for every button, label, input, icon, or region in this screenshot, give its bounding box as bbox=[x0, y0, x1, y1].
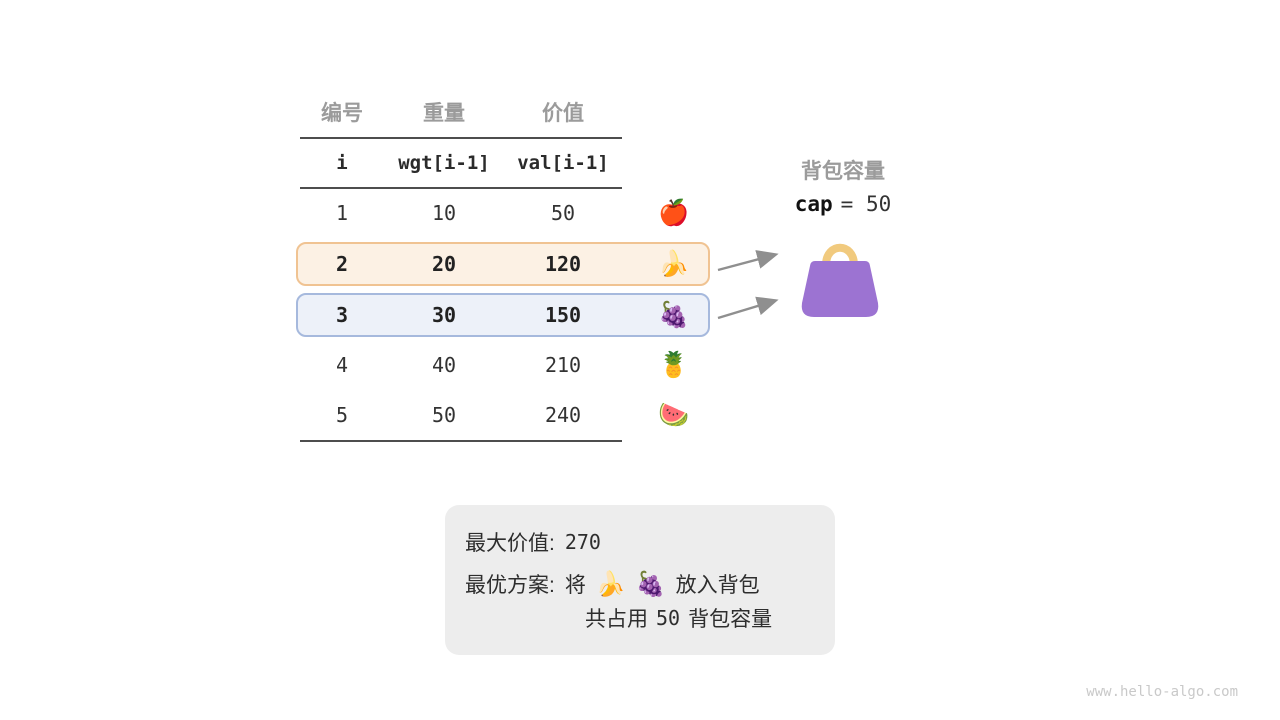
banana-icon: 🍌 bbox=[658, 249, 690, 278]
result-box: 最大价值: 270 最优方案: 将 🍌 🍇 放入背包 共占用 50 背包容量 bbox=[445, 505, 835, 655]
subheader-i: i bbox=[336, 152, 348, 174]
subheader-wgt: wgt[i-1] bbox=[398, 152, 490, 174]
item-number: 2 bbox=[335, 252, 349, 276]
watermark: www.hello-algo.com bbox=[1086, 684, 1238, 700]
table-top-rule bbox=[300, 137, 622, 139]
table-row-1: 1 10 50 🍎 bbox=[296, 191, 710, 235]
cap-variable: cap bbox=[794, 192, 833, 216]
table-header-row: 编号 重量 价值 bbox=[296, 90, 710, 134]
item-weight: 30 bbox=[431, 303, 457, 327]
cap-value: = 50 bbox=[840, 192, 892, 216]
apple-icon: 🍎 bbox=[658, 198, 690, 227]
item-value: 120 bbox=[544, 252, 582, 276]
usage-post: 背包容量 bbox=[688, 608, 773, 631]
grapes-icon: 🍇 bbox=[658, 300, 690, 329]
table-row-5: 5 50 240 🍉 bbox=[296, 393, 710, 437]
banana-icon: 🍌 bbox=[595, 570, 626, 598]
table-row-4: 4 40 210 🍍 bbox=[296, 343, 710, 387]
max-value-line: 最大价值: 270 bbox=[465, 527, 835, 557]
max-value-label: 最大价值: bbox=[465, 532, 555, 555]
usage-line: 共占用 50 背包容量 bbox=[585, 603, 835, 633]
max-value: 270 bbox=[564, 530, 601, 554]
item-number: 1 bbox=[335, 201, 349, 225]
item-number: 3 bbox=[335, 303, 349, 327]
item-value: 210 bbox=[544, 353, 582, 377]
selection-arrows bbox=[717, 250, 779, 320]
item-value: 50 bbox=[550, 201, 576, 225]
arrow-banana-to-bag bbox=[717, 250, 779, 272]
item-value: 240 bbox=[544, 403, 582, 427]
item-number: 4 bbox=[335, 353, 349, 377]
best-plan-label: 最优方案: bbox=[465, 574, 555, 597]
best-plan-post: 放入背包 bbox=[675, 574, 760, 597]
knapsack-capacity-block: 背包容量 cap = 50 bbox=[758, 155, 928, 216]
usage-pre: 共占用 bbox=[585, 608, 648, 631]
best-plan-pre: 将 bbox=[564, 574, 586, 597]
item-number: 5 bbox=[335, 403, 349, 427]
table-bottom-rule bbox=[300, 440, 622, 442]
column-header-weight: 重量 bbox=[423, 102, 465, 125]
item-value: 150 bbox=[544, 303, 582, 327]
watermelon-icon: 🍉 bbox=[658, 400, 690, 429]
column-header-value: 价值 bbox=[542, 102, 584, 125]
best-plan-line: 最优方案: 将 🍌 🍇 放入背包 bbox=[465, 569, 835, 599]
table-mid-rule bbox=[300, 187, 622, 189]
item-weight: 50 bbox=[431, 403, 457, 427]
table-row-3: 3 30 150 🍇 bbox=[296, 293, 710, 337]
item-weight: 10 bbox=[431, 201, 457, 225]
usage-value: 50 bbox=[656, 606, 681, 630]
pineapple-icon: 🍍 bbox=[658, 350, 690, 379]
table-row-2: 2 20 120 🍌 bbox=[296, 242, 710, 286]
knapsack-capacity-code: cap = 50 bbox=[758, 192, 928, 216]
grapes-icon: 🍇 bbox=[635, 570, 666, 598]
column-header-number: 编号 bbox=[321, 102, 363, 125]
subheader-val: val[i-1] bbox=[517, 152, 609, 174]
knapsack-capacity-label: 背包容量 bbox=[801, 160, 885, 183]
item-weight: 40 bbox=[431, 353, 457, 377]
item-weight: 20 bbox=[431, 252, 457, 276]
table-subheader-row: i wgt[i-1] val[i-1] bbox=[296, 141, 710, 185]
arrow-grapes-to-bag bbox=[717, 296, 779, 320]
handbag-icon bbox=[801, 243, 879, 317]
